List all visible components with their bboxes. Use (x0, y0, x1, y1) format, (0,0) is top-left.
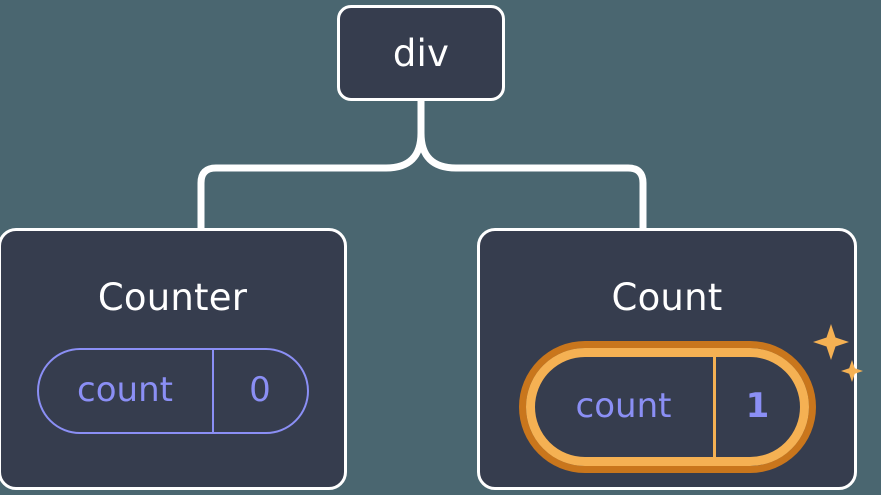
node-root-div[interactable]: div (337, 5, 505, 101)
prop-pill[interactable]: count 0 (36, 348, 309, 434)
sparkle-small-icon (840, 360, 863, 382)
prop-pill-highlighted[interactable]: count 1 (525, 348, 809, 466)
prop-value: 0 (211, 350, 307, 432)
connector-branch-right (417, 129, 647, 235)
node-root-label: div (392, 31, 450, 75)
node-child-label: Counter (97, 276, 248, 319)
node-child-counter[interactable]: Counter count 0 (0, 228, 347, 490)
prop-pill-wrapper-highlighted: count 1 (525, 324, 863, 466)
prop-key: count (77, 369, 173, 410)
node-child-count[interactable]: Count count 1 (477, 228, 863, 490)
prop-value: 1 (712, 357, 800, 457)
node-child-label: Count (611, 276, 723, 319)
sparkle-large-icon (812, 324, 849, 360)
prop-pill-wrapper: count 0 (36, 348, 309, 434)
prop-key: count (575, 385, 672, 426)
sparkles-group (812, 324, 863, 382)
connector-branch-left (197, 129, 425, 235)
